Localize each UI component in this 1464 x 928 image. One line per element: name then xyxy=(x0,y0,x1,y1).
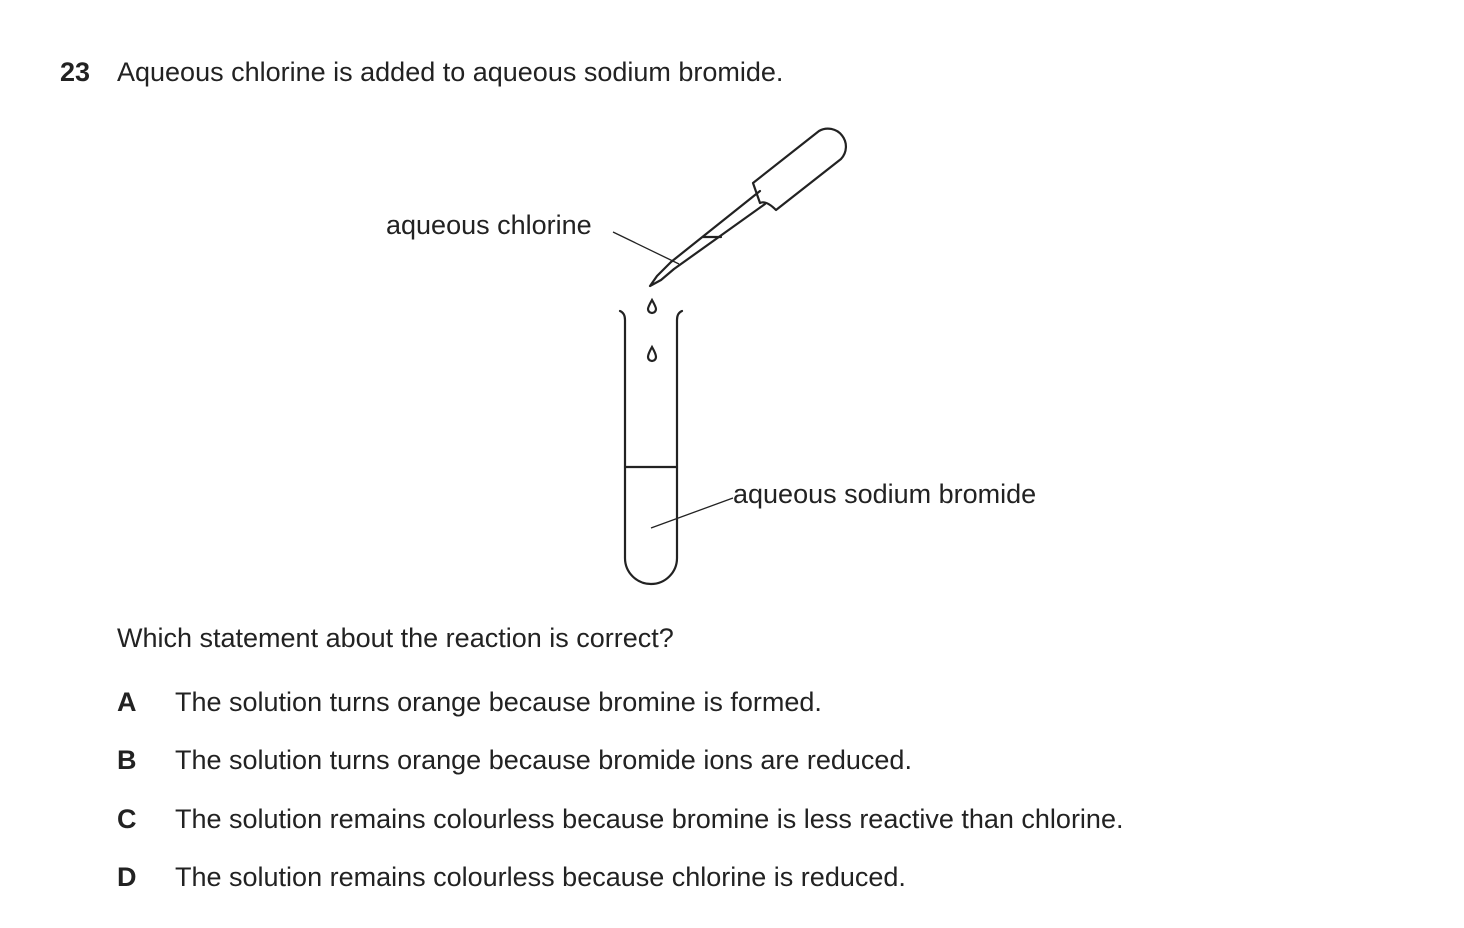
option-letter: A xyxy=(117,687,137,717)
option-text: The solution remains colourless because … xyxy=(175,804,1124,834)
test-tube-icon xyxy=(618,309,684,586)
option-letter: B xyxy=(117,745,137,775)
option-c[interactable]: C The solution remains colourless because… xyxy=(117,803,1123,835)
option-letter: D xyxy=(117,862,137,892)
tube-leader-line xyxy=(650,497,734,529)
drop-icon xyxy=(646,297,658,363)
option-a[interactable]: A The solution turns orange because bromi… xyxy=(117,686,822,718)
option-b[interactable]: B The solution turns orange because bromi… xyxy=(117,744,912,776)
question-number: 23 xyxy=(60,57,91,87)
option-text: The solution turns orange because bromin… xyxy=(175,687,822,717)
dropper-label: aqueous chlorine xyxy=(386,210,592,240)
question-stem: Aqueous chlorine is added to aqueous sod… xyxy=(117,57,784,87)
option-text: The solution remains colourless because … xyxy=(175,862,906,892)
dropper-leader-line xyxy=(612,231,680,265)
option-d[interactable]: D The solution remains colourless because… xyxy=(117,861,906,893)
option-letter: C xyxy=(117,804,137,834)
dropper-icon xyxy=(648,127,848,288)
question-prompt: Which statement about the reaction is co… xyxy=(117,623,674,653)
option-text: The solution turns orange because bromid… xyxy=(175,745,912,775)
tube-label: aqueous sodium bromide xyxy=(733,479,1036,509)
